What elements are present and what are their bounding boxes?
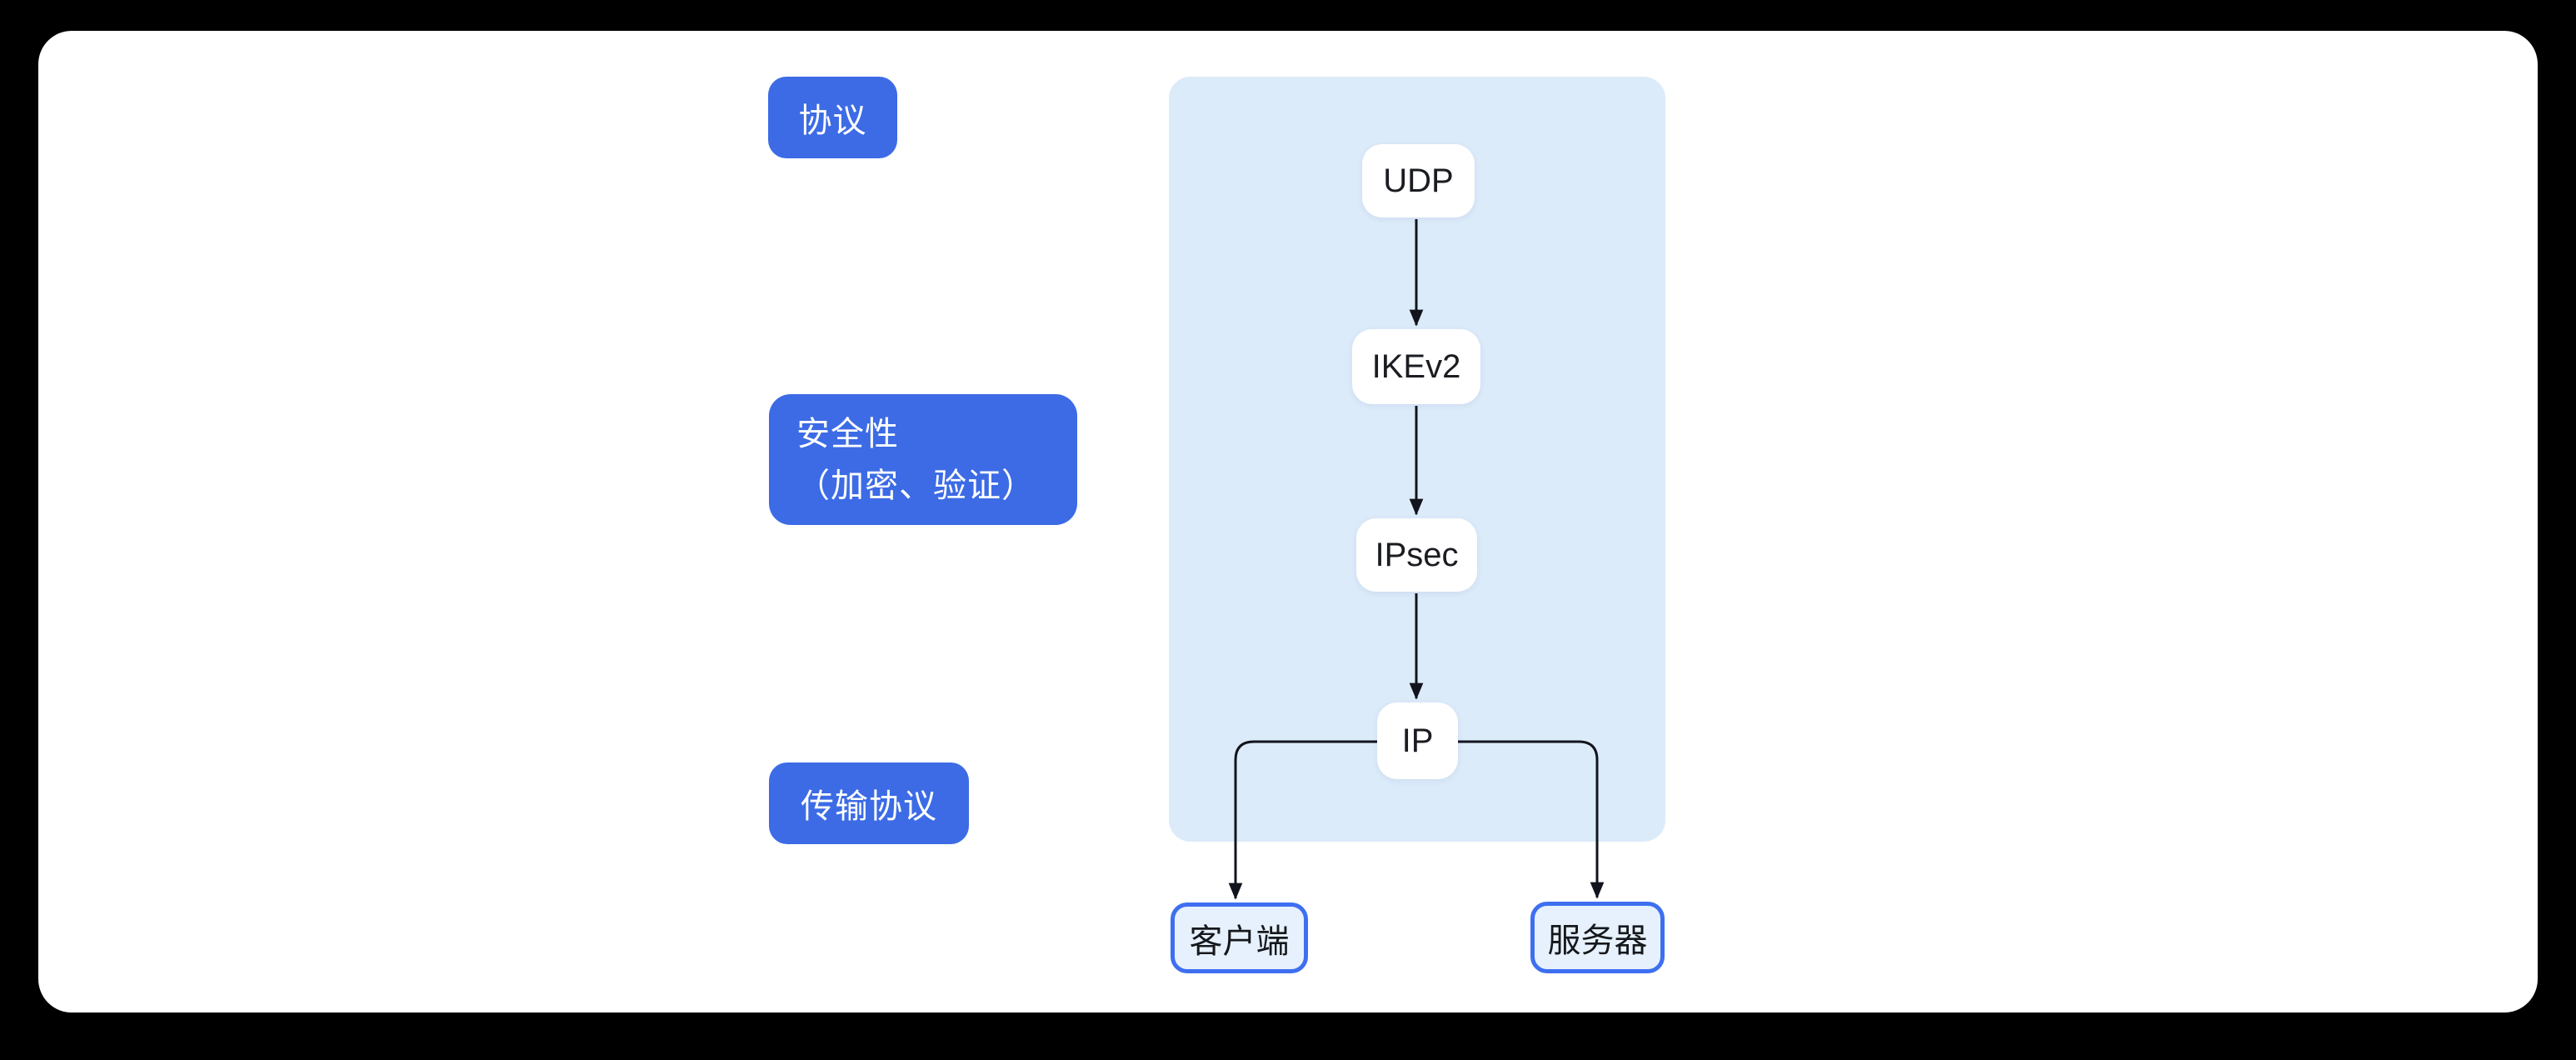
endpoint-server: 服务器 — [1530, 902, 1665, 973]
endpoint-client-text: 客户端 — [1189, 922, 1290, 960]
label-security-line1: 安全性 — [796, 415, 899, 452]
endpoint-client: 客户端 — [1171, 902, 1308, 973]
label-transport-text: 传输协议 — [801, 788, 937, 825]
label-security: 安全性 （加密、验证） — [769, 394, 1077, 525]
node-udp-text: UDP — [1383, 162, 1454, 199]
label-protocol-text: 协议 — [798, 102, 867, 139]
endpoint-server-text: 服务器 — [1547, 922, 1648, 959]
node-ipsec-text: IPsec — [1375, 536, 1459, 573]
node-ikev2: IKEv2 — [1352, 329, 1480, 404]
node-ipsec: IPsec — [1356, 518, 1477, 592]
node-udp: UDP — [1362, 144, 1475, 218]
node-ikev2-text: IKEv2 — [1371, 348, 1461, 385]
node-ip-text: IP — [1401, 722, 1434, 759]
label-protocol: 协议 — [768, 77, 897, 158]
label-security-line2: （加密、验证） — [796, 467, 1036, 504]
label-transport: 传输协议 — [769, 762, 969, 844]
node-ip: IP — [1377, 702, 1458, 779]
